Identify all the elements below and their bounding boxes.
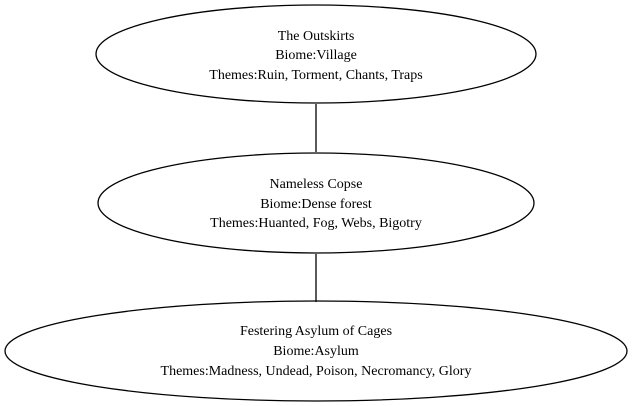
node-biome: Biome:Asylum (273, 344, 359, 359)
node-ellipse (4, 300, 628, 402)
node-themes: Themes:Ruin, Torment, Chants, Traps (209, 68, 422, 83)
node-title: Festering Asylum of Cages (240, 324, 392, 339)
node-title: Nameless Copse (270, 177, 363, 192)
node-biome: Biome:Village (275, 48, 357, 63)
node-themes: Themes:Huanted, Fog, Webs, Bigotry (210, 216, 422, 231)
node-title: The Outskirts (278, 29, 355, 44)
node-the-outskirts: The Outskirts Biome:Village Themes:Ruin,… (95, 4, 537, 104)
node-biome: Biome:Dense forest (260, 197, 372, 212)
node-nameless-copse: Nameless Copse Biome:Dense forest Themes… (97, 152, 535, 254)
node-ellipse (95, 4, 537, 104)
node-festering-asylum: Festering Asylum of Cages Biome:Asylum T… (4, 300, 628, 402)
node-themes: Themes:Madness, Undead, Poison, Necroman… (161, 364, 472, 379)
node-ellipse (97, 152, 535, 254)
